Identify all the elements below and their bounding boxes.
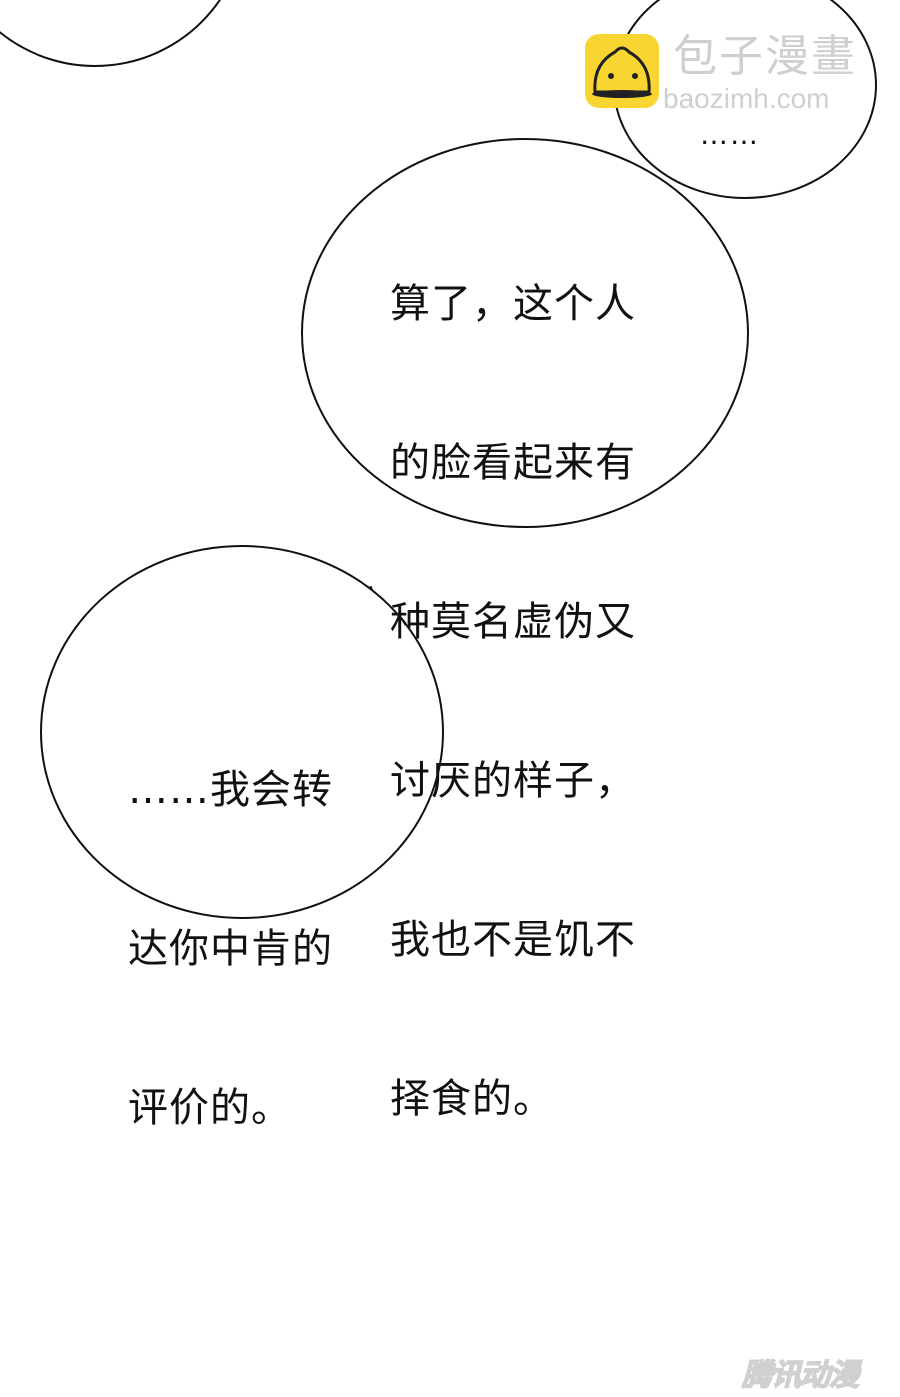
dialogue-line: 的脸看起来有 [390, 440, 636, 486]
footer-watermark: 腾讯动漫 [741, 1357, 860, 1394]
bubble-middle-text: 算了，这个人 的脸看起来有 种莫名虚伪又 讨厌的样子， 我也不是饥不 择食的。 [390, 172, 636, 1232]
dialogue-line: 讨厌的样子， [390, 758, 636, 804]
steamed-bun-icon [585, 34, 659, 108]
watermark-name: 包子漫畫 [673, 31, 857, 82]
dialogue-line: 达你中肯的 [128, 926, 333, 972]
dialogue-line: 我也不是饥不 [390, 917, 636, 963]
dialogue-line: 择食的。 [390, 1076, 554, 1122]
watermark-baozimh: 包子漫畫 baozimh.com [585, 34, 875, 114]
dialogue-line: ……我会转 [128, 767, 333, 813]
dialogue-line: 种莫名虚伪又 [390, 599, 636, 645]
dialogue-line: 评价的。 [128, 1085, 292, 1131]
bubble-top-right-text: …… [700, 118, 760, 151]
bubble-lower-text: ……我会转 达你中肯的 评价的。 [128, 658, 333, 1241]
dialogue-line: 算了，这个人 [390, 281, 636, 327]
watermark-url: baozimh.com [663, 83, 830, 114]
